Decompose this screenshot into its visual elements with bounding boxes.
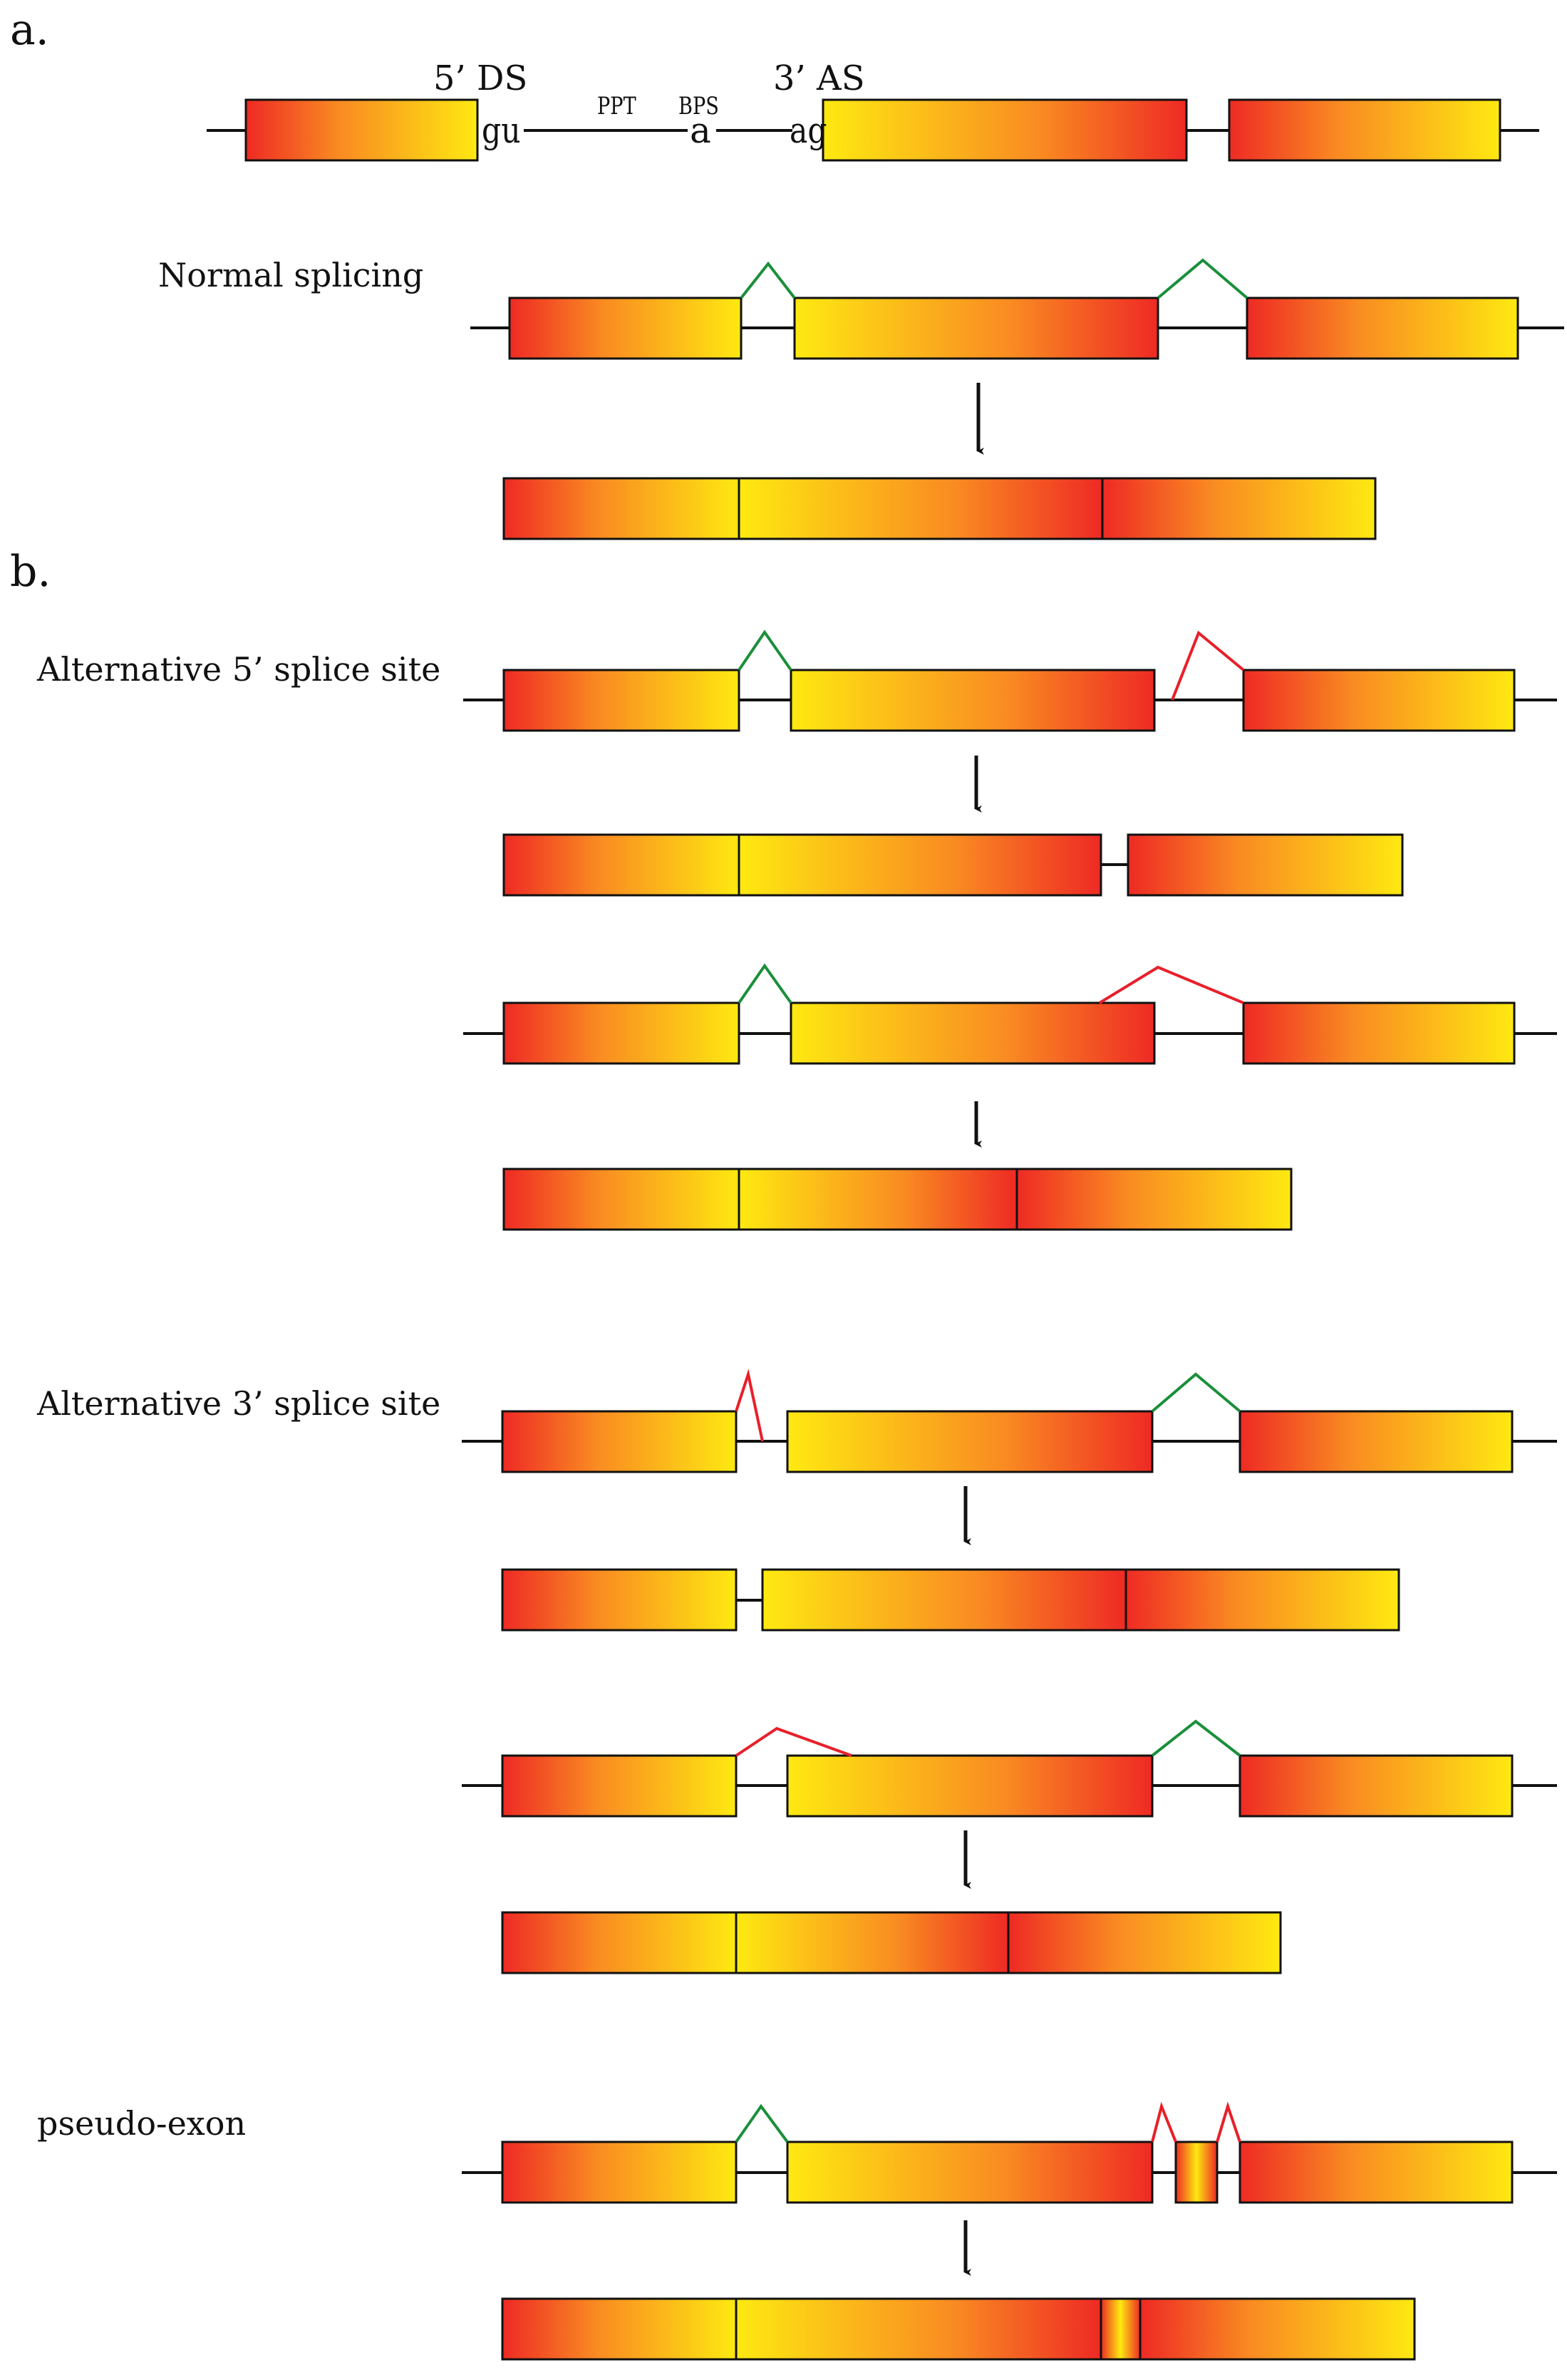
acceptor-site-label: 3’ AS (773, 58, 865, 98)
normal-mrna (502, 477, 1377, 540)
alternative-splice-junction (1151, 2101, 1177, 2143)
exon-3 (1124, 1568, 1400, 1632)
exon-2 (822, 98, 1188, 162)
normal-splice-junction (740, 261, 796, 299)
exon-3 (1238, 1754, 1514, 1818)
exon-3 (1139, 2297, 1416, 2361)
exon-3 (1007, 1911, 1282, 1974)
donor-site-label: 5’ DS (433, 58, 527, 98)
exon-1 (502, 669, 740, 732)
exon-3 (1238, 1410, 1514, 1473)
exon-3 (1242, 1001, 1516, 1065)
exon-2 (793, 297, 1159, 360)
exon-1 (502, 1168, 740, 1231)
bps-label: BPS (678, 92, 719, 120)
normal-premrna (470, 258, 1564, 360)
exon-2 (786, 1410, 1154, 1473)
section-label-alt3: Alternative 3’ splice site (36, 1384, 440, 1423)
exon-2 (790, 1001, 1156, 1065)
exon-1 (508, 297, 743, 360)
exon-2 (761, 1568, 1127, 1632)
alternative-splice-junction (1098, 965, 1244, 1004)
alt5-premrna-2 (463, 963, 1557, 1065)
exon-2 (786, 2141, 1154, 2204)
panel-a-label: a. (10, 5, 49, 55)
exon-2 (790, 669, 1156, 732)
pseudo-exon-premrna (462, 2101, 1557, 2204)
alternative-splice-junction (735, 1369, 764, 1442)
alternative-splice-junction (1171, 630, 1245, 701)
normal-splice-junction (738, 963, 792, 1004)
exon-1 (501, 2141, 738, 2204)
exon-1 (501, 1410, 738, 1473)
section-label-normal: Normal splicing (158, 256, 423, 294)
exon-1 (502, 477, 740, 540)
section-label-alt5: Alternative 5’ splice site (36, 650, 440, 689)
alt3-premrna-1 (462, 1369, 1557, 1473)
exon-1 (501, 1568, 738, 1632)
panel-b-label: b. (10, 547, 51, 597)
pseudo-exon (1174, 2141, 1219, 2204)
exon-3 (1238, 2141, 1514, 2204)
alt5-mrna-1 (502, 833, 1404, 897)
exon-2 (735, 1911, 1010, 1974)
exon-3 (1127, 833, 1404, 897)
exon-3 (1015, 1168, 1293, 1231)
exon-2 (738, 833, 1102, 897)
exon-1 (501, 1911, 738, 1974)
exon-3 (1246, 297, 1519, 360)
alternative-splice-junction (1216, 2101, 1241, 2143)
exon-3 (1242, 669, 1516, 732)
alt3-mrna-1 (501, 1568, 1400, 1632)
normal-splice-junction (738, 629, 792, 671)
normal-splice-junction (735, 2103, 789, 2143)
exon-2 (738, 1168, 1018, 1231)
alternative-splice-junction (735, 1726, 852, 1757)
alt3-premrna-2 (462, 1719, 1557, 1818)
normal-splice-junction (1157, 258, 1248, 299)
exon-2 (738, 477, 1104, 540)
pseudo-exon-mrna (501, 2297, 1416, 2361)
alt3-mrna-2 (501, 1911, 1282, 1974)
exon-1 (244, 98, 479, 162)
exon-1 (502, 833, 740, 897)
ppt-label: PPT (597, 92, 636, 120)
exon-2 (786, 1754, 1154, 1818)
alt5-mrna-2 (502, 1168, 1293, 1231)
normal-splice-junction (1151, 1372, 1241, 1413)
normal-splice-junction (1151, 1719, 1241, 1757)
alt5-premrna-1 (463, 629, 1557, 732)
branch-adenosine: a (690, 110, 711, 151)
ag-dinucleotide: ag (790, 110, 827, 151)
exon-2 (735, 2297, 1102, 2361)
gu-dinucleotide: gu (482, 110, 521, 151)
exon-1 (502, 1001, 740, 1065)
exon-3 (1228, 98, 1501, 162)
section-label-pseudo: pseudo-exon (37, 2104, 246, 2143)
pseudo-exon (1100, 2297, 1142, 2361)
exon-1 (501, 2297, 738, 2361)
exon-1 (501, 1754, 738, 1818)
exon-3 (1101, 477, 1377, 540)
